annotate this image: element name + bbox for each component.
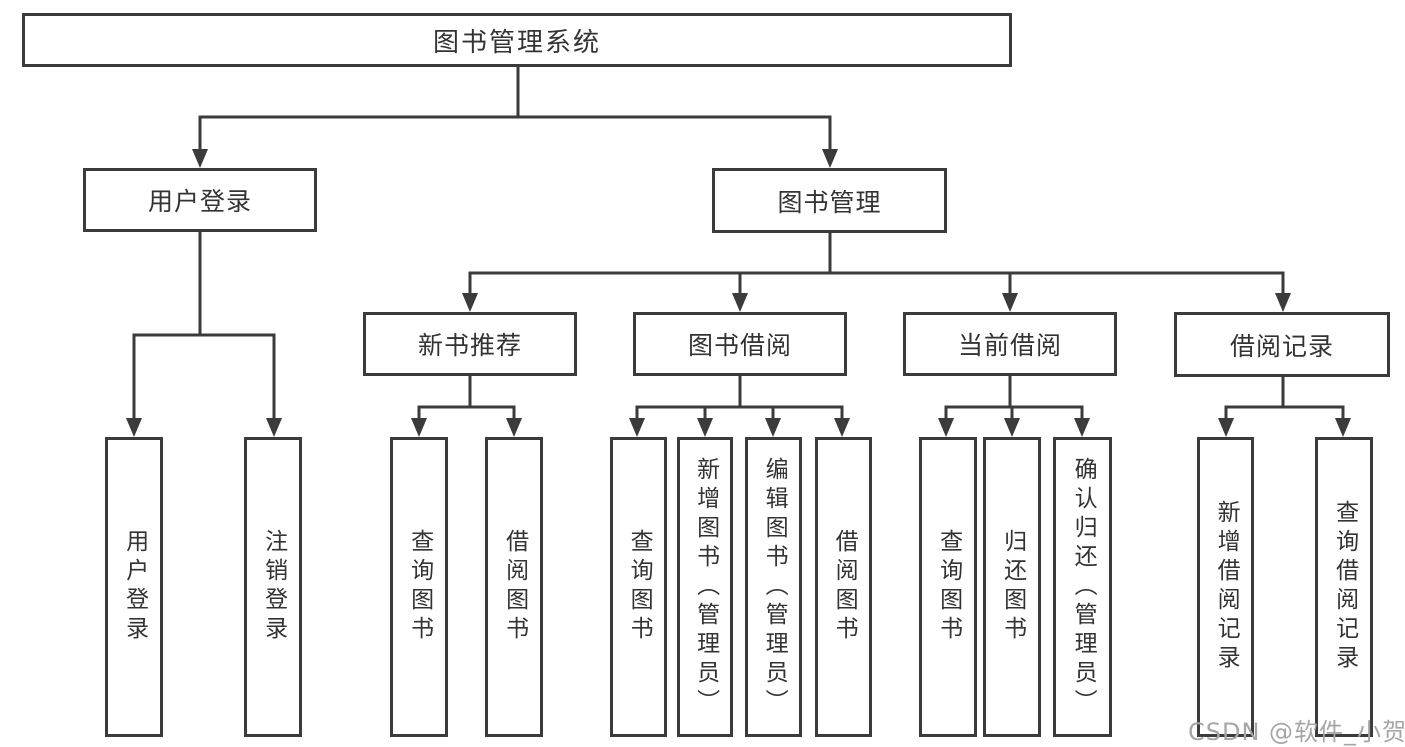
leaf-query-books-current: 查询图书 [919, 437, 977, 737]
arrowhead-icon [1335, 418, 1351, 437]
watermark: CSDN @软件_小贺同学 [1188, 718, 1405, 746]
leaf-borrow-books-recommend: 借阅图书 [485, 437, 543, 737]
node-new-books: 新书推荐 [363, 312, 577, 376]
arrowhead-icon [1074, 418, 1090, 437]
arrowhead-icon [834, 418, 850, 437]
arrowhead-icon [765, 418, 781, 437]
leaf-query-books-borrow: 查询图书 [610, 437, 667, 737]
node-borrow-records: 借阅记录 [1174, 312, 1390, 377]
arrowhead-icon [1004, 418, 1020, 437]
leaf-edit-books-admin: 编辑图书（管理员） [745, 437, 802, 737]
leaf-confirm-return-admin: 确认归还（管理员） [1053, 437, 1112, 737]
arrowhead-icon [697, 418, 713, 437]
node-book-borrow: 图书借阅 [633, 312, 847, 376]
leaf-query-borrow-record: 查询借阅记录 [1315, 437, 1373, 737]
arrowhead-icon [266, 418, 282, 437]
arrowhead-icon [822, 149, 838, 168]
leaf-add-books-admin: 新增图书（管理员） [677, 437, 733, 737]
arrowhead-icon [506, 418, 522, 437]
leaf-logout: 注销登录 [244, 437, 302, 737]
leaf-query-books-recommend: 查询图书 [390, 437, 448, 737]
arrowhead-icon [1275, 293, 1291, 312]
node-root: 图书管理系统 [22, 13, 1012, 67]
arrowhead-icon [1002, 293, 1018, 312]
leaf-user-login: 用户登录 [105, 437, 163, 737]
arrowhead-icon [126, 418, 142, 437]
arrowhead-icon [629, 418, 645, 437]
node-current-borrow: 当前借阅 [903, 312, 1117, 376]
arrowhead-icon [462, 293, 478, 312]
leaf-return-books: 归还图书 [983, 437, 1041, 737]
arrowhead-icon [411, 418, 427, 437]
arrowhead-icon [732, 293, 748, 312]
arrowhead-icon [192, 149, 208, 168]
node-book-mgmt: 图书管理 [712, 168, 947, 233]
arrowhead-icon [938, 418, 954, 437]
arrowhead-icon [1218, 418, 1234, 437]
node-user-login: 用户登录 [83, 168, 317, 232]
leaf-borrow-books: 借阅图书 [815, 437, 872, 737]
leaf-add-borrow-record: 新增借阅记录 [1197, 437, 1254, 737]
